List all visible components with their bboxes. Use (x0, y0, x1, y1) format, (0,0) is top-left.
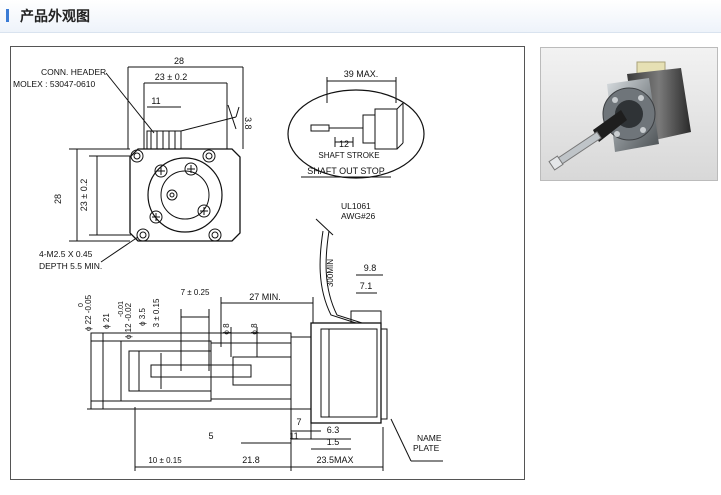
dia22-upper: 0 (78, 303, 85, 307)
dim-23-5: 23.5MAX (316, 455, 353, 465)
dim-21-8: 21.8 (242, 455, 260, 465)
dim-3: 3 ± 0.15 (152, 298, 161, 327)
dia22: ϕ 22 -0.05 (84, 294, 93, 331)
lead-length: 300MIN (326, 259, 335, 287)
dim-7-1: 7.1 (360, 281, 373, 291)
motor-photo-illustration (541, 48, 717, 180)
dim-pitch: 23 ± 0.2 (155, 72, 187, 82)
stroke-label: SHAFT STROKE (318, 151, 379, 160)
section-header: 产品外观图 (0, 0, 721, 33)
section-title: 产品外观图 (20, 9, 90, 25)
side-view (87, 218, 443, 471)
shaft-detail (287, 77, 425, 179)
conn-header-label: CONN. HEADER (41, 67, 106, 77)
dia8-right: ϕ 8 (250, 323, 259, 335)
screw-spec: 4-M2.5 X 0.45 (39, 249, 93, 259)
drawing-svg: 28 23 ± 0.2 11 3.8 CONN. HEADER MOLEX : … (13, 56, 443, 471)
dia8-left: ϕ 8 (222, 323, 231, 335)
dim-27-min: 27 MIN. (249, 292, 281, 302)
dim-7: 7 (296, 417, 301, 427)
front-view (69, 66, 244, 263)
ul-label: UL1061 (341, 201, 371, 211)
screw-depth: DEPTH 5.5 MIN. (39, 261, 102, 271)
dia3-5: ϕ 3.5 (138, 308, 147, 326)
dim-stroke: 12 (339, 139, 349, 149)
dia12-tol: -0.01 (118, 301, 125, 317)
dim-10: 10 ± 0.15 (148, 456, 182, 465)
technical-drawing: 28 23 ± 0.2 11 3.8 CONN. HEADER MOLEX : … (10, 46, 525, 480)
dim-height: 28 (53, 194, 63, 204)
dim-header-height: 3.8 (243, 117, 253, 130)
dim-11: 11 (289, 431, 298, 441)
dia21: ϕ 21 (102, 313, 111, 329)
dim-header-width: 11 (151, 96, 160, 106)
dim-1-5: 1.5 (327, 437, 340, 447)
dim-width: 28 (174, 56, 184, 66)
name-plate-1: NAME (417, 433, 442, 443)
shaft-detail-title: SHAFT OUT STOP (307, 166, 385, 176)
dim-6-3: 6.3 (327, 425, 340, 435)
awg-label: AWG#26 (341, 211, 375, 221)
dia12: ϕ 12 -0.02 (124, 302, 133, 339)
dim-max: 39 MAX. (344, 69, 379, 79)
header-accent-bar (6, 9, 9, 22)
product-photo (540, 47, 718, 181)
conn-header-model: MOLEX : 53047-0610 (13, 79, 95, 89)
dim-7-tol: 7 ± 0.25 (181, 288, 210, 297)
dim-9-8: 9.8 (364, 263, 377, 273)
dim-vert-pitch: 23 ± 0.2 (79, 179, 89, 211)
dim-5: 5 (208, 431, 213, 441)
name-plate-2: PLATE (413, 443, 440, 453)
